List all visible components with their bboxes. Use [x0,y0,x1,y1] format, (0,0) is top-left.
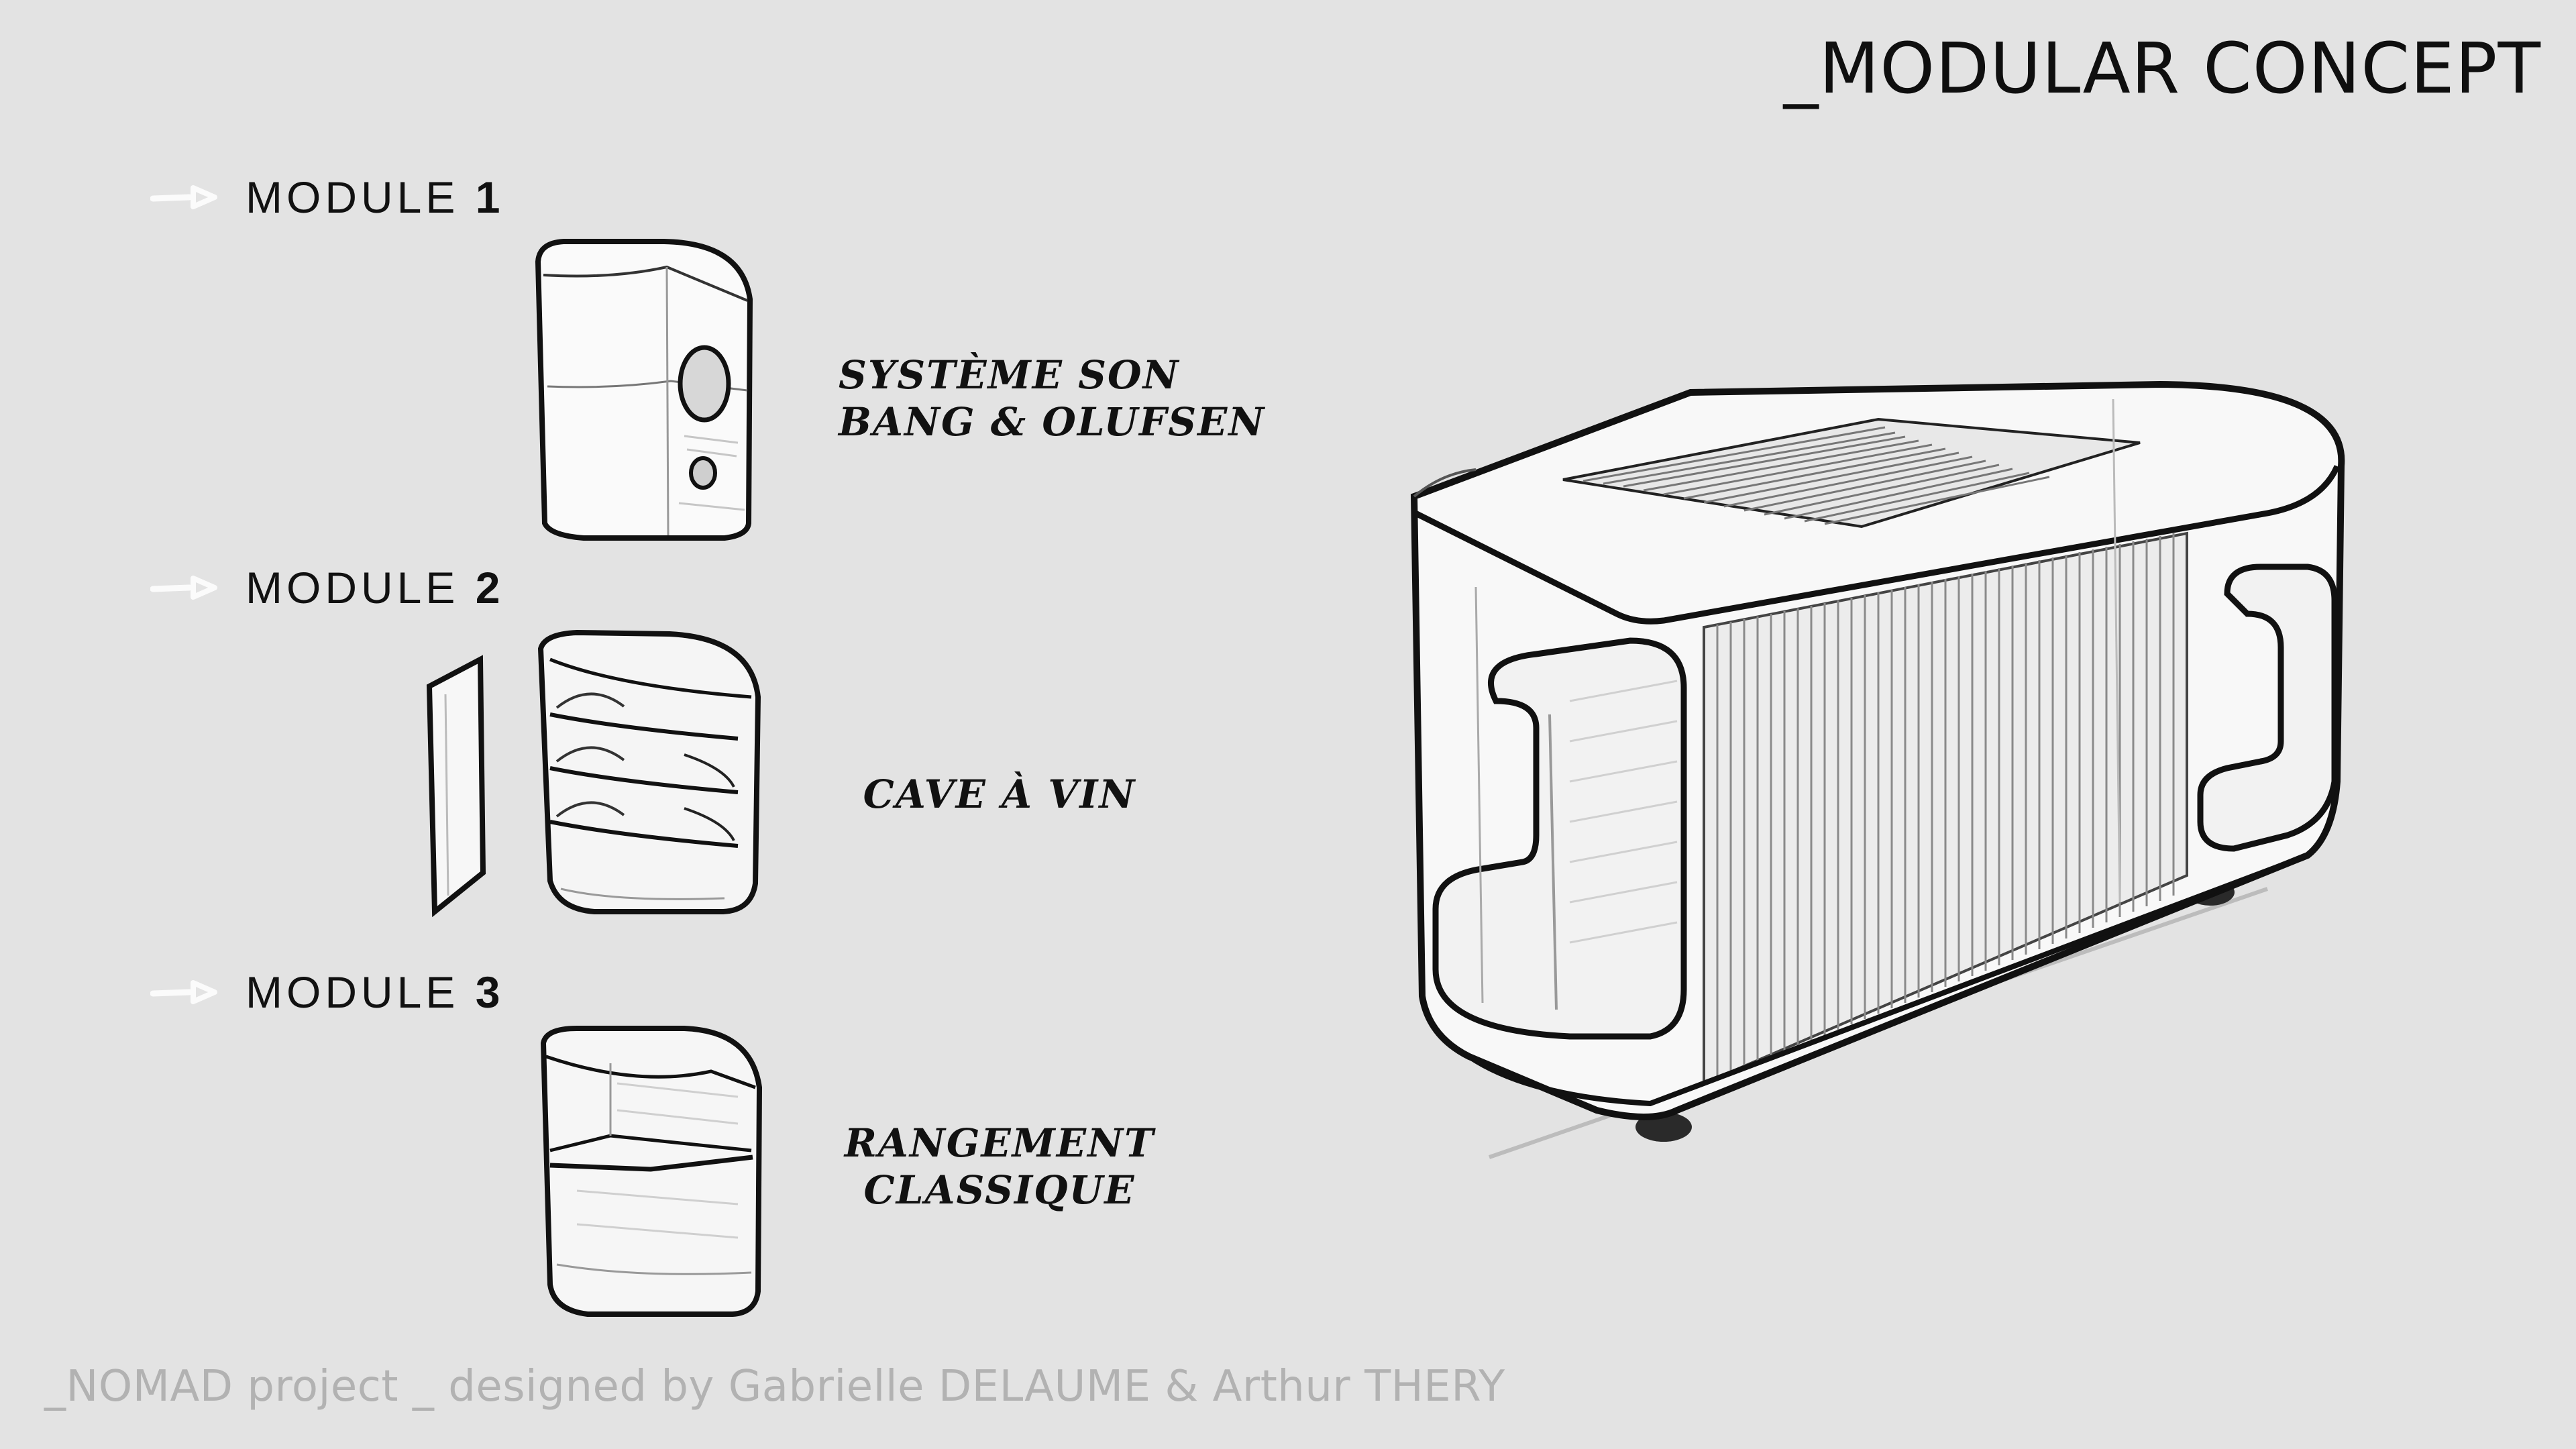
module-number: 2 [475,563,504,612]
storage-module-sketch [540,1026,763,1317]
caption-line: CAVE À VIN [863,771,1136,817]
module-number: 3 [475,967,504,1017]
module-caption-3: RANGEMENT CLASSIQUE [839,1120,1161,1214]
caption-line: RANGEMENT [844,1120,1155,1166]
module-heading: MODULE 2 [246,562,504,613]
page-title: _MODULAR CONCEPT [1783,28,2541,109]
module-heading-row-3: MODULE 3 [150,967,504,1018]
module-heading-row-1: MODULE 1 [150,172,504,223]
modular-cart-sketch [1410,380,2345,1159]
caption-line: SYSTÈME SON [839,352,1180,398]
module-heading-row-2: MODULE 2 [150,562,504,613]
module-caption-2: CAVE À VIN [839,771,1161,818]
arrow-right-icon [150,576,217,600]
wine-cellar-module-sketch [426,629,761,918]
speaker-module-sketch [535,239,753,541]
module-heading: MODULE 3 [246,967,504,1018]
module-label: MODULE [246,563,460,612]
caption-line: CLASSIQUE [863,1167,1136,1213]
arrow-right-icon [150,185,217,209]
module-heading: MODULE 1 [246,172,504,223]
footer-credit: _NOMAD project _ designed by Gabrielle D… [44,1362,1505,1411]
module-number: 1 [475,172,504,222]
arrow-right-icon [150,980,217,1004]
module-label: MODULE [246,967,460,1017]
module-caption-1: SYSTÈME SON BANG & OLUFSEN [839,352,1266,445]
caption-line: BANG & OLUFSEN [839,398,1266,445]
module-label: MODULE [246,172,460,222]
